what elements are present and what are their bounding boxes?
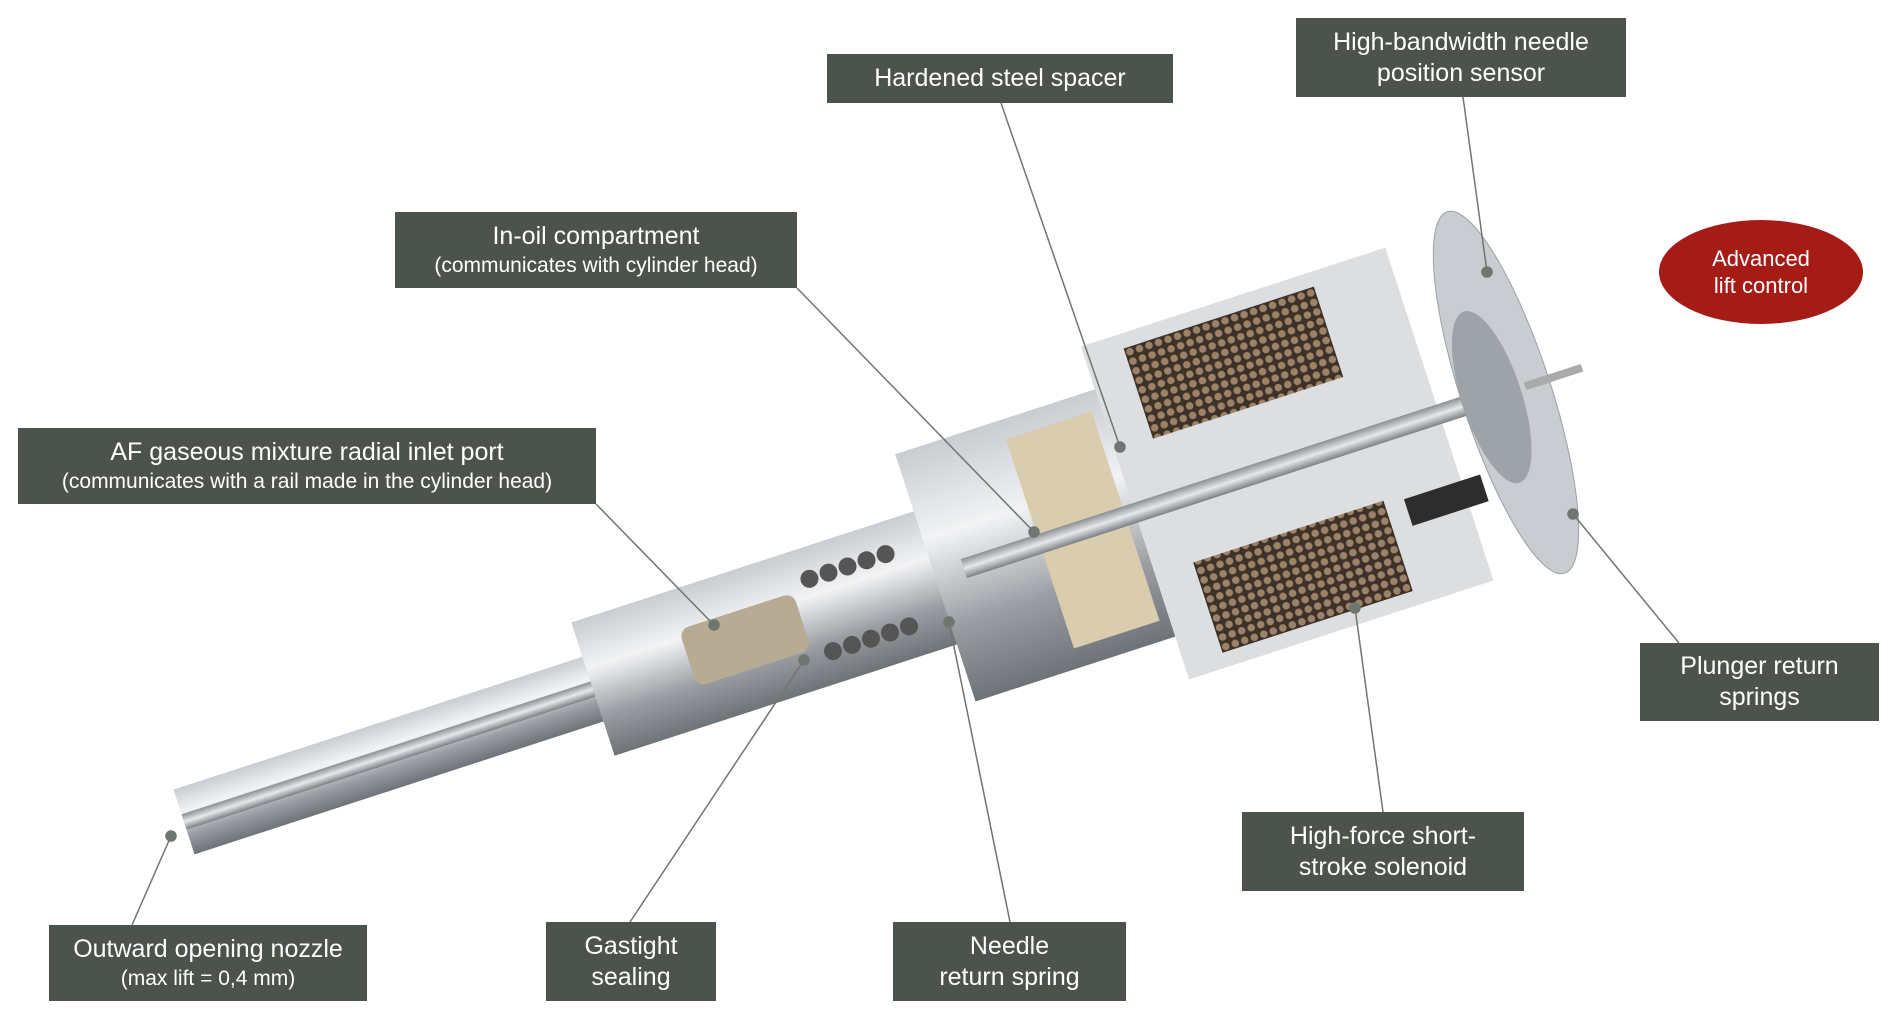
label-text: Plunger return [1680,652,1839,680]
label-subtext: (communicates with cylinder head) [434,253,758,277]
badge-text: lift control [1713,273,1809,298]
badge-text: Advanced [1712,246,1810,271]
plunger-rod [960,386,1500,579]
needle-return-spring [800,545,919,661]
label-text: Gastight [584,931,678,960]
label-outward-opening-nozzle: Outward opening nozzle (max lift = 0,4 mm… [49,925,367,1001]
label-text: sealing [591,962,671,991]
label-text: return spring [939,962,1080,991]
label-plunger-return-springs: Plunger return springs [1640,643,1879,721]
label-subtext: (communicates with a rail made in the cy… [61,469,553,493]
label-solenoid: High-force short-stroke solenoid [1242,812,1524,891]
label-text: position sensor [1376,58,1546,87]
label-in-oil-compartment: In-oil compartment (communicates with cyl… [395,212,797,288]
label-text: Outward opening nozzle [73,934,343,963]
label-text: High-force short- [1289,821,1477,850]
label-text: High-bandwidth needle [1333,27,1589,56]
label-text: stroke solenoid [1298,852,1468,881]
leader-lines [131,96,1680,926]
label-subtext: (max lift = 0,4 mm) [120,966,296,990]
label-hardened-steel-spacer: Hardened steel spacer [827,54,1173,103]
label-text: In-oil compartment [492,221,700,250]
label-text: AF gaseous mixture radial inlet port [110,437,504,466]
label-text: springs [1719,683,1800,711]
label-text: Hardened steel spacer [874,64,1126,92]
plunger-return-springs [1403,474,1489,526]
label-text: Needle [969,931,1050,960]
label-radial-inlet-port: AF gaseous mixture radial inlet port (com… [18,428,596,504]
